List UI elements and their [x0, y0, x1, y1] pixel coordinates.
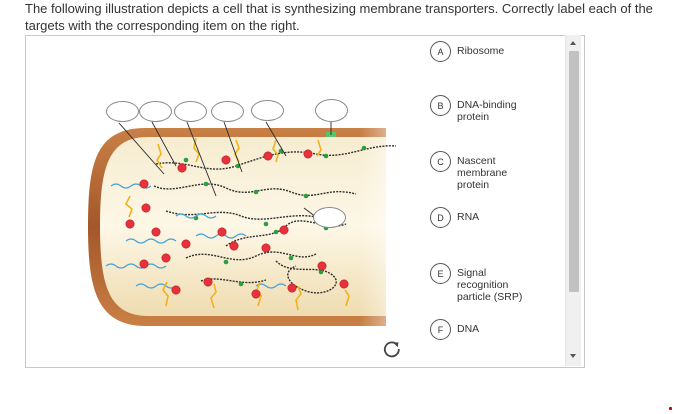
cell-illustration: [88, 121, 426, 330]
chevron-down-icon[interactable]: [570, 354, 576, 358]
drop-target-1[interactable]: [106, 101, 139, 122]
options-scrollbar[interactable]: [565, 35, 581, 366]
option-label: Ribosome: [457, 45, 505, 57]
labeling-workspace: A Ribosome B DNA-binding protein C Nasce…: [25, 35, 585, 368]
option-a[interactable]: A Ribosome: [430, 41, 547, 62]
drop-target-6[interactable]: [315, 99, 348, 122]
label-options: A Ribosome B DNA-binding protein C Nasce…: [430, 36, 570, 367]
option-badge: D: [430, 207, 451, 228]
option-f[interactable]: F DNA: [430, 319, 547, 340]
marker-dot: [669, 407, 672, 410]
option-badge: B: [430, 95, 451, 116]
scroll-thumb[interactable]: [569, 51, 579, 292]
option-badge: A: [430, 41, 451, 62]
drop-target-4[interactable]: [211, 101, 244, 122]
option-label: DNA: [457, 323, 480, 335]
option-e[interactable]: E Signal recognition particle (SRP): [430, 263, 535, 303]
question-text: The following illustration depicts a cel…: [25, 1, 653, 33]
option-badge: C: [430, 151, 451, 172]
option-b[interactable]: B DNA-binding protein: [430, 95, 531, 123]
reset-icon[interactable]: [381, 338, 403, 360]
chevron-up-icon[interactable]: [570, 41, 576, 45]
drop-target-5[interactable]: [251, 100, 284, 121]
drop-target-3[interactable]: [174, 101, 207, 122]
ribosomes: [125, 149, 349, 299]
drop-target-2[interactable]: [139, 101, 172, 122]
mrna-strands: [105, 183, 287, 289]
drop-target-7[interactable]: [313, 207, 346, 228]
option-c[interactable]: C Nascent membrane protein: [430, 151, 515, 191]
option-label: Signal recognition particle (SRP): [457, 267, 523, 303]
option-badge: F: [430, 319, 451, 340]
option-badge: E: [430, 263, 451, 284]
option-label: RNA: [457, 211, 480, 223]
option-label: Nascent membrane protein: [457, 155, 508, 191]
option-label: DNA-binding protein: [457, 99, 517, 123]
option-d[interactable]: D RNA: [430, 207, 547, 228]
